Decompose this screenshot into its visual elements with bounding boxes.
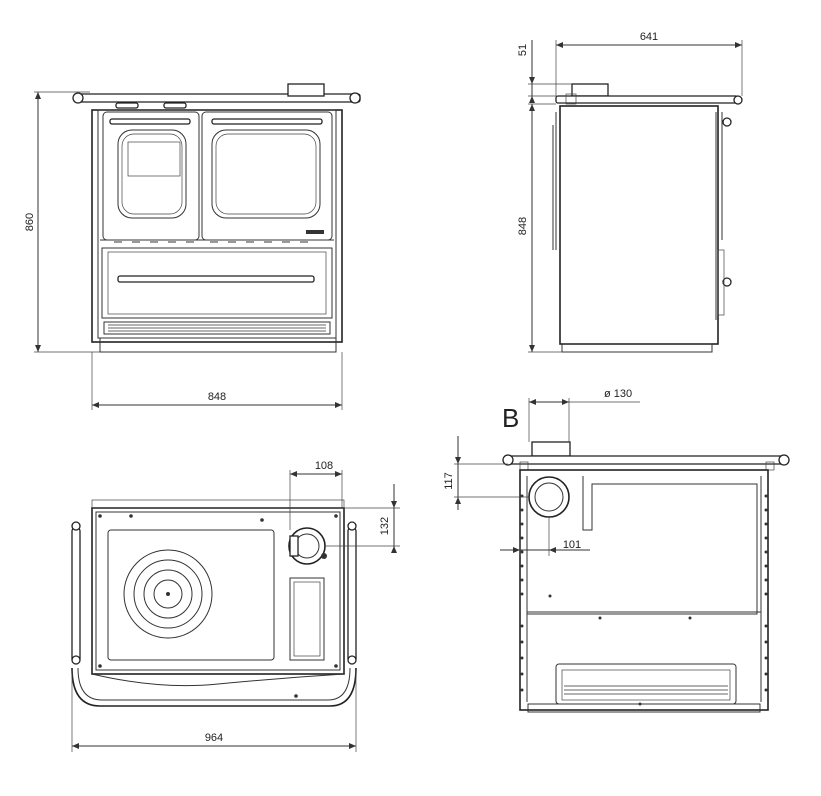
rear-flue-diameter-label: ø 130 [604, 388, 632, 400]
side-top-offset-label: 51 [517, 44, 529, 56]
rear-flue-center-label: 101 [563, 539, 581, 551]
rear-flue-height-label: 117 [443, 472, 455, 490]
top-flue-offset-x-label: 108 [315, 460, 333, 472]
rear-view-letter: B [502, 403, 519, 433]
front-width-label: 848 [208, 391, 226, 403]
front-view: 860 848 [24, 83, 361, 410]
top-width-label: 964 [205, 732, 223, 744]
top-view: 964 108 132 [71, 460, 400, 752]
side-body-height-label: 848 [517, 217, 529, 235]
front-height-label: 860 [24, 213, 36, 231]
side-depth-label: 641 [640, 31, 658, 43]
side-view: 641 51 848 [517, 31, 743, 353]
top-flue-offset-y-label: 132 [379, 517, 391, 535]
rear-view: B [443, 388, 790, 713]
